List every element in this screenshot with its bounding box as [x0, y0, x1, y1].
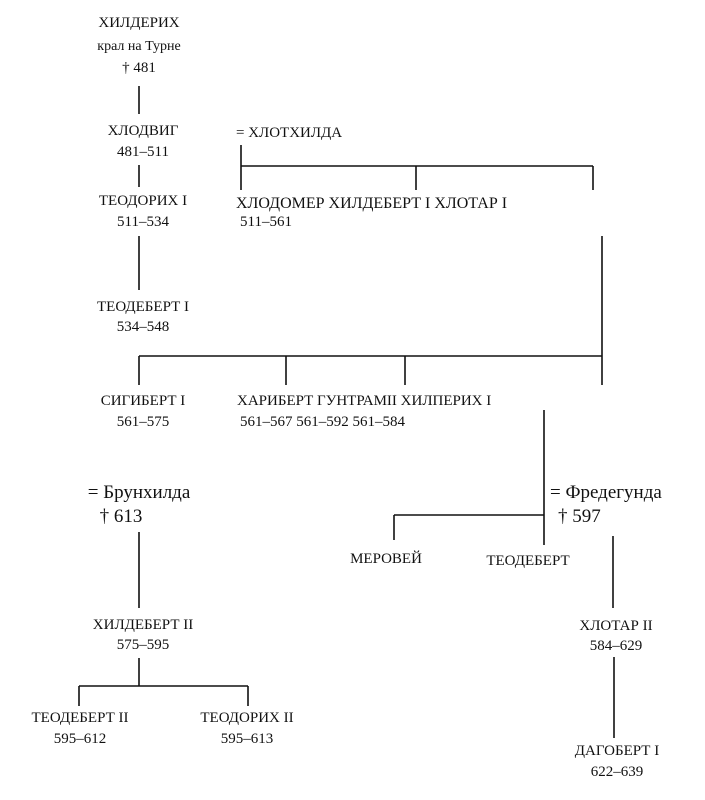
person-theudebert1-name: ТЕОДЕБЕРТ I	[96, 299, 190, 315]
person-chlodericus-death: † 481	[122, 60, 156, 76]
person-dagobert1-years: 622–639	[590, 764, 644, 780]
person-theudebert2-name: ТЕОДЕБЕРТ II	[31, 710, 129, 726]
person-chlodericus-title: крал на Турне	[97, 39, 181, 54]
person-dagobert1-name: ДАГОБЕРТ I	[574, 743, 660, 759]
person-theuderic1-name: ТЕОДОРИХ I	[98, 193, 188, 209]
chlothar-sons-years: 561–567 561–592 561–584	[240, 414, 405, 430]
person-clotilde-spouse: = ХЛОТХИЛДА	[236, 125, 343, 141]
chlothar-sons-names: ХАРИБЕРТ ГУНТРАМII ХИЛПЕРИХ I	[237, 393, 492, 409]
clovis-sons-years: 511–561	[240, 214, 292, 230]
clovis-sons-names: ХЛОДОМЕР ХИЛДЕБЕРТ I ХЛОТАР I	[236, 195, 508, 212]
person-clovis-name: ХЛОДВИГ	[107, 123, 179, 139]
person-clovis-years: 481–511	[117, 144, 169, 160]
person-sigibert1-name: СИГИБЕРТ I	[100, 393, 186, 409]
person-chlothar2-name: ХЛОТАР II	[579, 618, 653, 634]
person-theuderic2-name: ТЕОДОРИХ II	[200, 710, 294, 726]
person-theuderic2-years: 595–613	[220, 731, 274, 747]
person-chlodericus-name: ХИЛДЕРИХ	[98, 15, 180, 31]
person-theudebert1-years: 534–548	[116, 319, 170, 335]
person-chlothar2-years: 584–629	[589, 638, 643, 654]
person-fredegund-name: = Фредегунда	[550, 482, 662, 503]
person-theudebert-son-name: ТЕОДЕБЕРТ	[486, 553, 570, 569]
person-childebert2-name: ХИЛДЕБЕРТ II	[92, 617, 194, 633]
person-theuderic1-years: 511–534	[117, 214, 169, 230]
person-fredegund-death: † 597	[558, 506, 601, 527]
person-sigibert1-years: 561–575	[116, 414, 170, 430]
person-childebert2-years: 575–595	[116, 637, 170, 653]
person-brunhilda-death: † 613	[99, 506, 143, 527]
person-merovech-name: МЕРОВЕЙ	[350, 551, 422, 567]
person-theudebert2-years: 595–612	[53, 731, 107, 747]
person-brunhilda-name: = Брунхилда	[87, 482, 191, 503]
